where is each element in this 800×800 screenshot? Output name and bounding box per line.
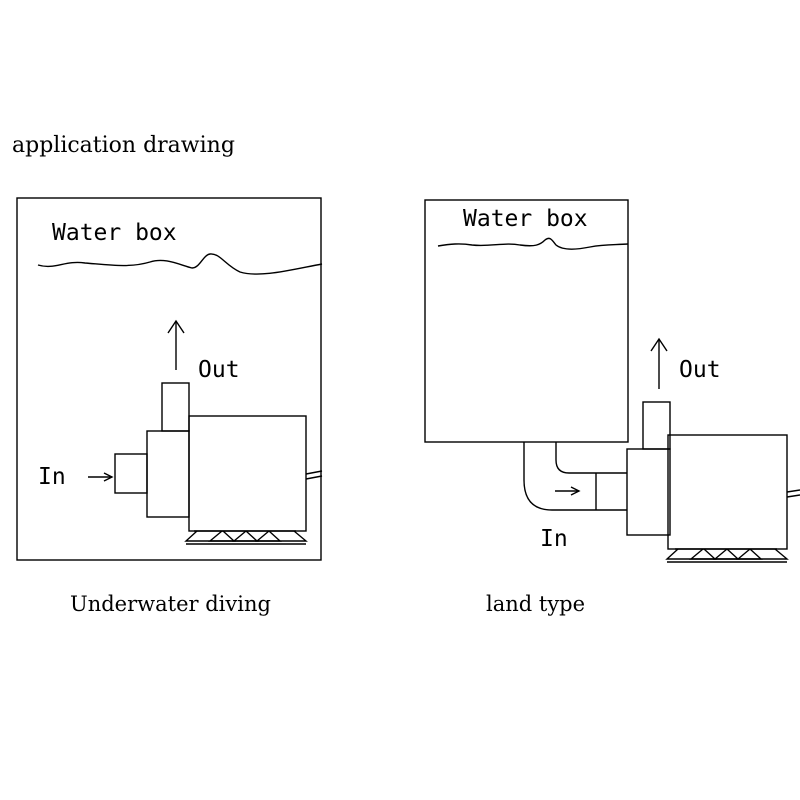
pump-inlet-pipe [114, 453, 148, 494]
pump-chamber [626, 448, 671, 536]
power-cord [786, 489, 800, 498]
land-diagram: Water box In Out [424, 199, 800, 616]
water-box-outline [424, 199, 629, 443]
inlet-hose [523, 442, 627, 511]
in-label: In [540, 526, 568, 552]
out-label: Out [198, 357, 240, 383]
outlet-arrow [167, 319, 185, 370]
water-box-label: Water box [52, 220, 177, 246]
outlet-arrow [650, 337, 668, 389]
pump-motor [188, 415, 307, 532]
water-box-label: Water box [463, 206, 588, 232]
drawing-title: application drawing [12, 133, 235, 158]
pump-motor [667, 434, 788, 550]
pump-chamber [146, 430, 190, 518]
water-surface-line [37, 253, 323, 275]
inlet-arrow [88, 472, 114, 482]
underwater-caption: Underwater diving [70, 592, 271, 616]
pump-outlet-pipe [161, 382, 190, 432]
suction-cup-feet [665, 548, 789, 563]
land-caption: land type [486, 592, 585, 616]
pump [114, 382, 323, 545]
in-label: In [38, 464, 66, 490]
water-box-outline [16, 197, 322, 561]
power-cord [305, 470, 323, 480]
underwater-diagram: Water box Out In [16, 197, 323, 616]
pump-outlet-pipe [642, 401, 671, 450]
out-label: Out [679, 357, 721, 383]
pump [626, 401, 800, 563]
suction-cup-feet [184, 530, 308, 545]
inlet-arrow [555, 486, 581, 496]
water-surface-line [437, 237, 629, 250]
